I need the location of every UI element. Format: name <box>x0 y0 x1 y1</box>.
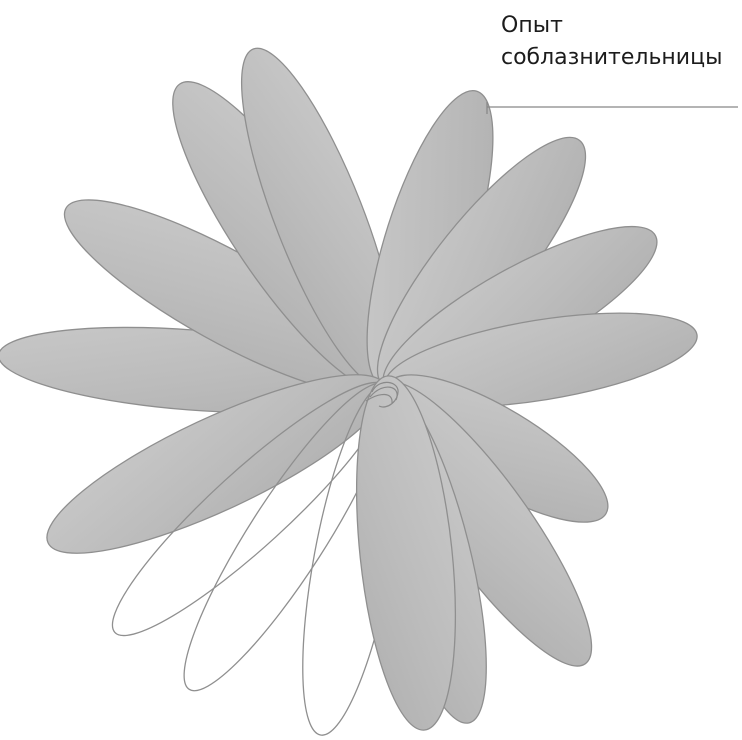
filled-petals <box>0 33 703 733</box>
callout-line-2: соблазнительницы <box>501 42 722 74</box>
callout-line-1: Опыт <box>501 10 722 42</box>
callout-label: Опыт соблазнительницы <box>501 10 722 74</box>
